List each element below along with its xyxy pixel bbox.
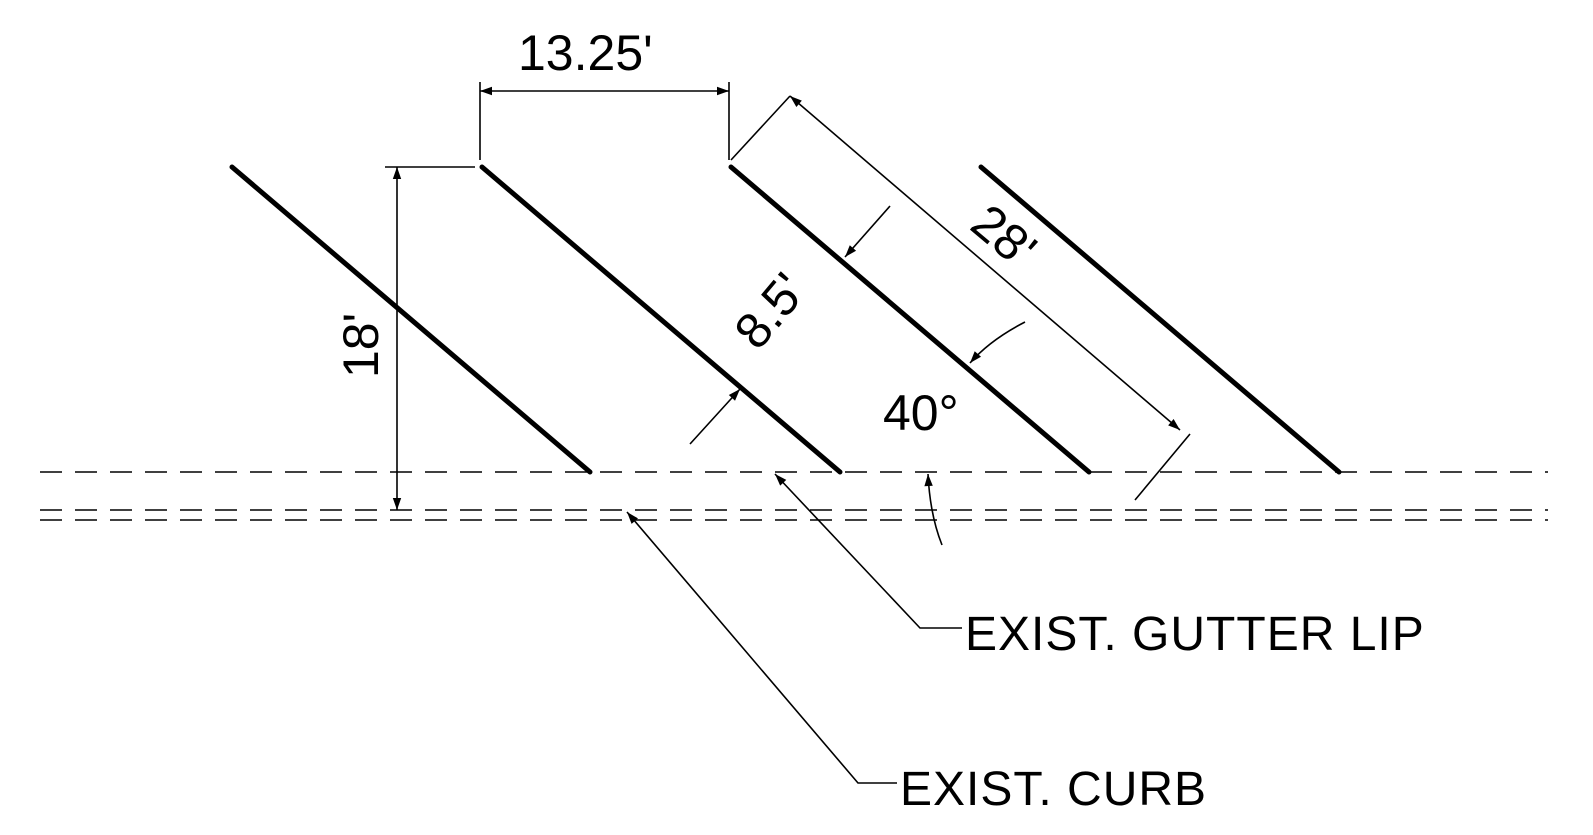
depth-dimension xyxy=(385,166,475,510)
curb-note: EXIST. CURB xyxy=(900,763,1207,816)
length-label: 28' xyxy=(961,194,1047,279)
gutter-lip-note: EXIST. GUTTER LIP xyxy=(965,608,1425,661)
angle-dimension xyxy=(924,321,1026,546)
stall-line-2 xyxy=(479,164,843,475)
spacing-dimension xyxy=(479,82,730,160)
length-dimension xyxy=(730,95,1191,501)
gutter-leader xyxy=(774,473,962,629)
width-dimension xyxy=(689,205,891,445)
spacing-label: 13.25' xyxy=(518,25,653,81)
angle-label: 40° xyxy=(883,385,959,441)
depth-label: 18' xyxy=(333,313,389,378)
curb-leader xyxy=(626,511,897,784)
width-label: 8.5' xyxy=(724,263,818,360)
stall-line-1 xyxy=(229,164,593,475)
